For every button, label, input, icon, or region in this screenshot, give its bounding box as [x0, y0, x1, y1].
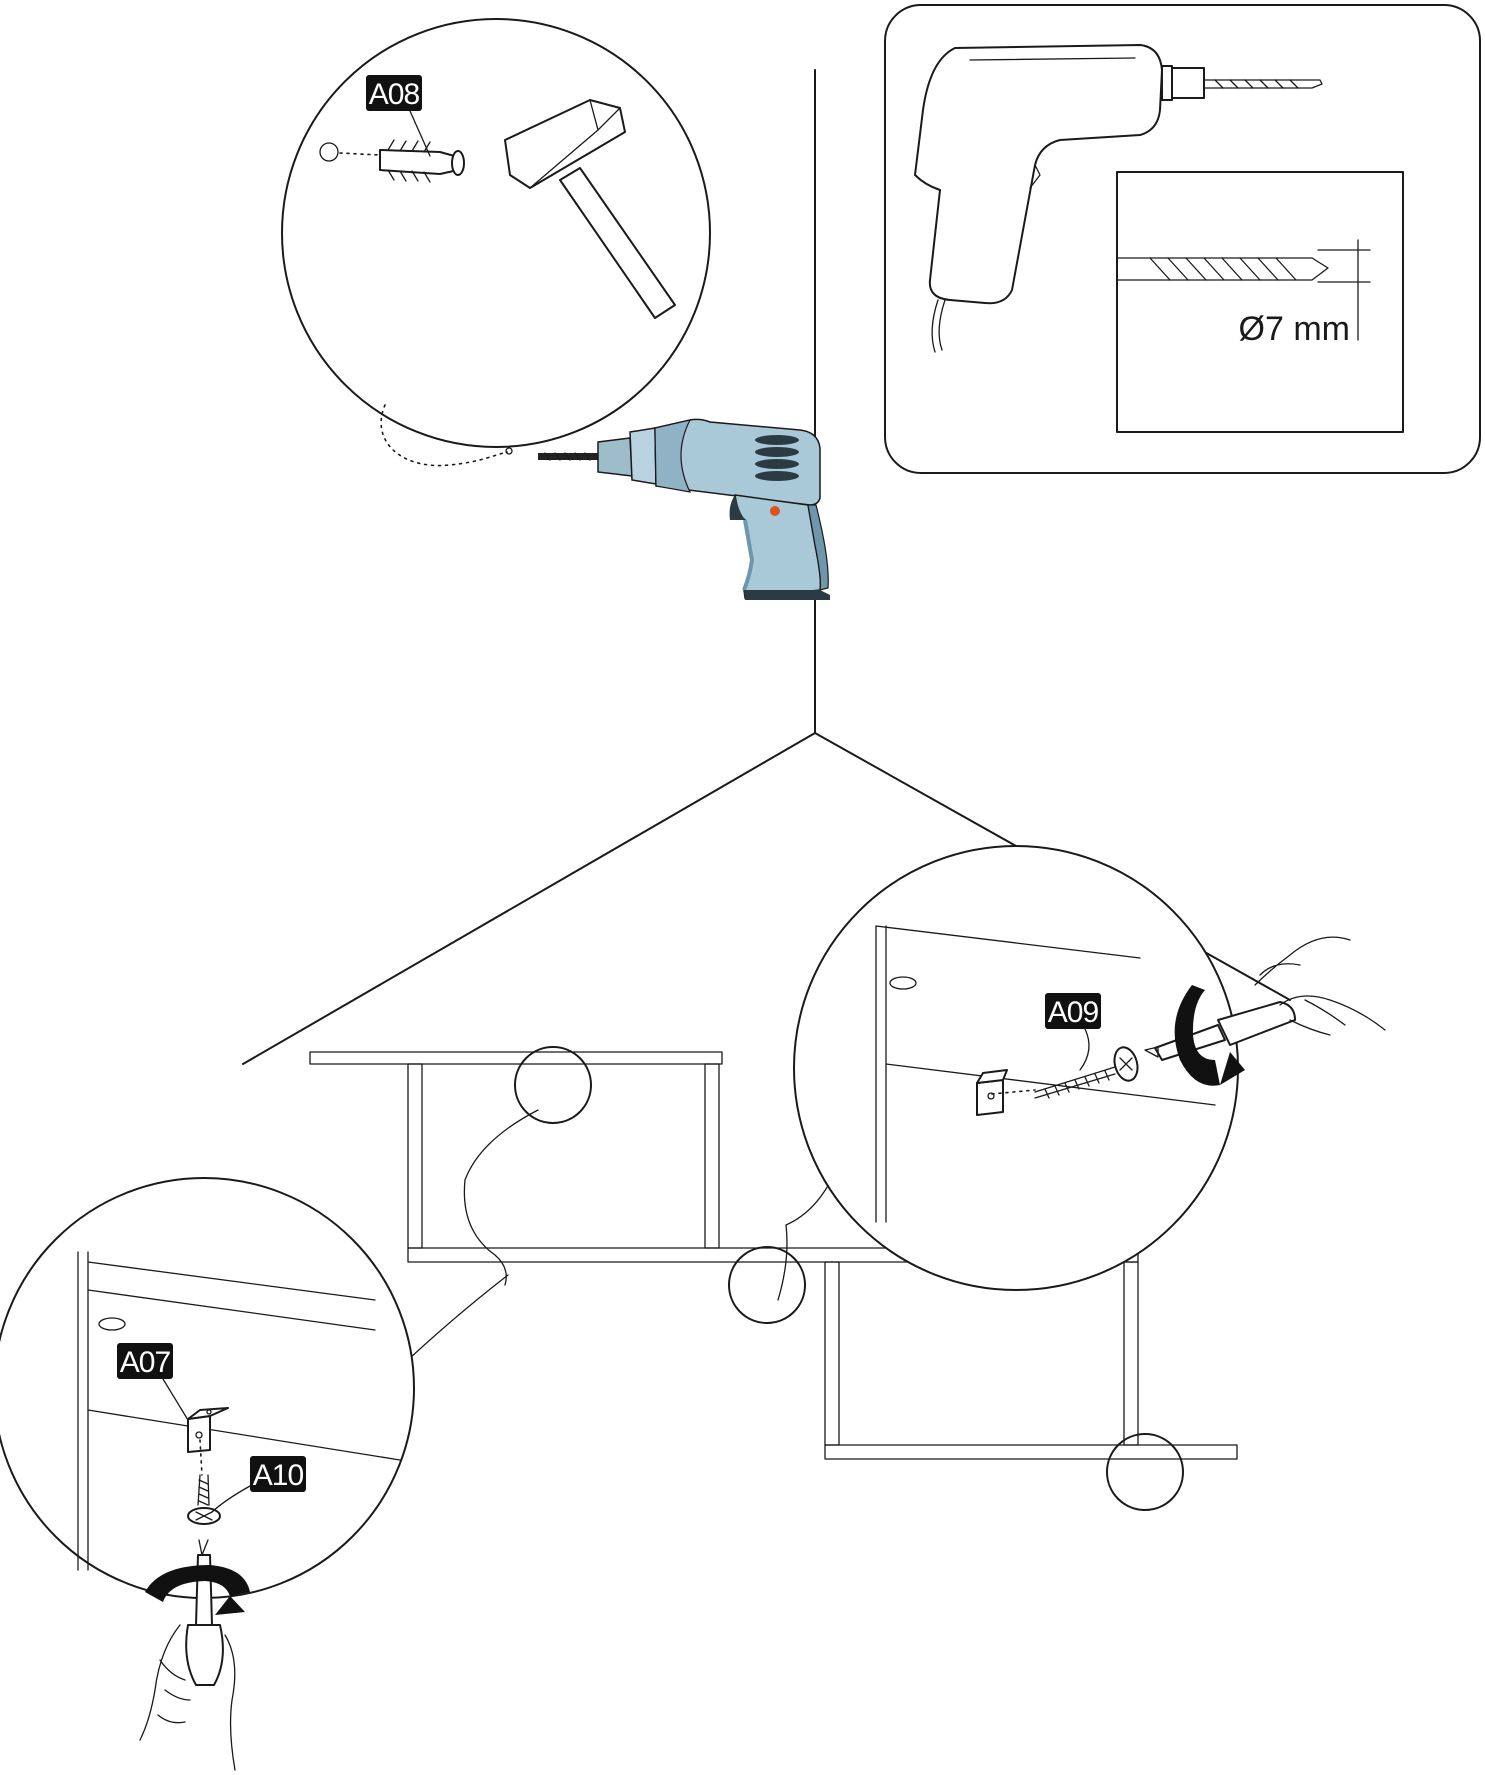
detail-wall-screw: A09	[793, 845, 1239, 1291]
screw-icon	[1034, 1046, 1139, 1099]
power-drill-outline-icon	[914, 44, 1323, 353]
power-drill-icon	[538, 418, 830, 600]
hand-icon	[139, 1624, 236, 1771]
hand-icon	[1254, 936, 1386, 1036]
location-circle-bottom	[1106, 1433, 1184, 1511]
drill-bit-panel: Ø7 mm	[884, 4, 1481, 474]
cabinet-lower	[824, 1261, 1238, 1460]
l-bracket-icon	[187, 1407, 229, 1453]
hammer-icon	[504, 99, 676, 319]
rotation-arrow-icon	[145, 1565, 250, 1615]
wall-plug-icon	[379, 139, 465, 183]
callout-a10: A10	[211, 1456, 306, 1513]
callout-a09-label: A09	[1048, 996, 1099, 1029]
location-circle-middle	[728, 1246, 806, 1324]
location-circle-top	[514, 1046, 592, 1124]
bit-diameter-label: Ø7 mm	[1239, 310, 1350, 348]
wall-hole-icon	[319, 142, 339, 162]
callout-a07: A07	[117, 1343, 189, 1421]
rotation-arrow-icon	[1174, 985, 1245, 1086]
callout-a08: A08	[366, 75, 431, 157]
callout-a10-label: A10	[253, 1459, 304, 1492]
callout-a09: A09	[1045, 993, 1101, 1071]
drill-bit-detail: Ø7 mm	[1116, 171, 1404, 433]
callout-a08-label: A08	[369, 78, 420, 111]
detail-plug-hammer: A08	[281, 18, 711, 467]
detail-bracket-screw: A07 A10	[0, 1177, 415, 1599]
l-bracket-icon	[976, 1069, 1008, 1116]
drill-trigger-dot	[770, 506, 780, 516]
callout-a07-label: A07	[120, 1346, 171, 1379]
